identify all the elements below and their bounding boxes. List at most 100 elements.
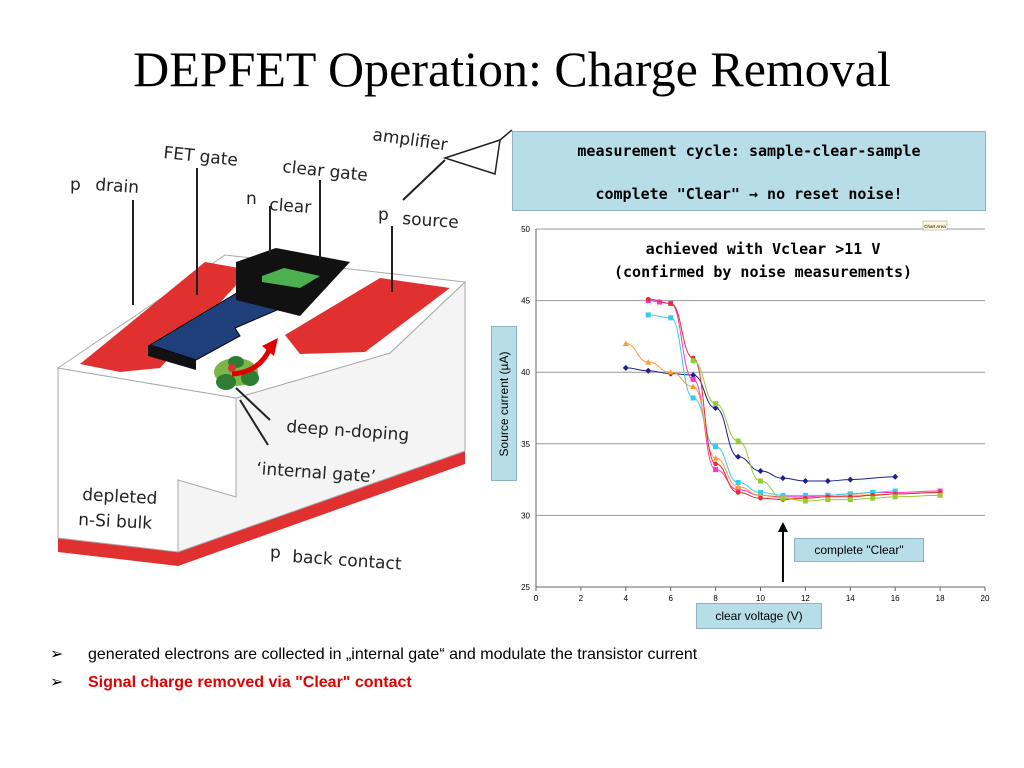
data-point bbox=[690, 395, 696, 401]
data-point bbox=[735, 487, 741, 493]
data-point bbox=[735, 479, 741, 485]
amplifier-icon bbox=[442, 138, 501, 175]
x-tick-label: 16 bbox=[891, 594, 900, 603]
bullet-item: ➢ Signal charge removed via "Clear" cont… bbox=[48, 672, 1008, 700]
complete-clear-annotation: complete "Clear" bbox=[794, 538, 924, 562]
x-tick-label: 4 bbox=[624, 594, 629, 603]
drain-label: drain bbox=[95, 175, 140, 198]
no-reset-noise-text: complete "Clear" → no reset noise! bbox=[595, 185, 903, 203]
y-axis-label: Source current (µA) bbox=[497, 351, 511, 456]
p-source-superscript: p bbox=[378, 205, 389, 225]
data-point bbox=[667, 369, 674, 375]
data-point bbox=[713, 461, 718, 467]
p-back-superscript: p bbox=[270, 543, 281, 563]
y-tick-label: 30 bbox=[521, 511, 530, 520]
depfet-device-diagram: amplifier FET gate p drain clear gate n … bbox=[56, 125, 513, 575]
data-point bbox=[622, 364, 629, 371]
bullet-item: ➢ generated electrons are collected in „… bbox=[48, 644, 1008, 672]
chart-note: achieved with Vclear >11 V (confirmed by… bbox=[553, 238, 973, 284]
back-contact-right-strip bbox=[178, 451, 465, 566]
measurement-cycle-box: measurement cycle: sample-clear-sample c… bbox=[512, 131, 986, 211]
data-point bbox=[870, 495, 876, 501]
data-point bbox=[690, 383, 697, 390]
data-point bbox=[735, 483, 742, 490]
n-si-bulk-label: n-Si bulk bbox=[78, 510, 153, 534]
chart-area-tag-text: Chart Area bbox=[924, 224, 946, 229]
amplifier-label: amplifier bbox=[371, 125, 448, 155]
bullet-arrow-icon: ➢ bbox=[50, 674, 64, 691]
data-point bbox=[713, 444, 719, 450]
chart-note-line1: achieved with Vclear >11 V bbox=[645, 240, 881, 258]
depleted-label: depleted bbox=[82, 485, 158, 509]
x-tick-label: 10 bbox=[756, 594, 765, 603]
bullet-list: ➢ generated electrons are collected in „… bbox=[48, 644, 1008, 700]
n-clear-superscript: n bbox=[246, 189, 257, 209]
data-point bbox=[825, 497, 831, 503]
p-drain-superscript: p bbox=[70, 175, 81, 195]
x-tick-label: 0 bbox=[534, 594, 539, 603]
y-tick-label: 50 bbox=[521, 225, 530, 234]
data-point bbox=[892, 473, 899, 480]
data-point bbox=[690, 372, 697, 379]
y-tick-label: 35 bbox=[521, 440, 530, 449]
data-point bbox=[847, 476, 854, 483]
data-point bbox=[668, 301, 673, 306]
clear-label: clear bbox=[269, 195, 312, 218]
back-contact-label: back contact bbox=[292, 547, 403, 575]
data-point bbox=[668, 315, 674, 321]
fet-gate-black-edge bbox=[148, 345, 196, 370]
data-point bbox=[656, 299, 662, 305]
measurement-cycle-text: measurement cycle: sample-clear-sample bbox=[577, 142, 921, 160]
data-point bbox=[622, 340, 629, 347]
data-point bbox=[847, 497, 853, 503]
bullet-text: generated electrons are collected in „in… bbox=[88, 646, 698, 663]
chart-area-tag bbox=[922, 220, 948, 231]
y-tick-label: 45 bbox=[521, 297, 530, 306]
data-point bbox=[757, 468, 764, 475]
x-tick-label: 12 bbox=[801, 594, 810, 603]
back-contact-left-strip bbox=[58, 538, 178, 566]
data-point bbox=[937, 492, 943, 498]
data-point bbox=[758, 495, 763, 501]
x-tick-label: 14 bbox=[846, 594, 855, 603]
source-label: source bbox=[402, 209, 460, 233]
y-axis-label-box: Source current (µA) bbox=[491, 326, 517, 481]
data-point bbox=[713, 467, 719, 473]
x-tick-label: 6 bbox=[668, 594, 673, 603]
data-point bbox=[645, 367, 652, 374]
chart-note-line2: (confirmed by noise measurements) bbox=[613, 263, 912, 281]
data-point bbox=[645, 359, 652, 365]
data-point bbox=[690, 376, 696, 382]
data-point bbox=[712, 405, 719, 411]
clear-gate-label: clear gate bbox=[281, 157, 368, 186]
data-point bbox=[758, 478, 763, 484]
y-tick-label: 40 bbox=[521, 368, 530, 377]
data-point bbox=[735, 453, 742, 460]
label-leaders bbox=[132, 159, 446, 446]
bullet-arrow-icon: ➢ bbox=[50, 646, 64, 663]
bullet-text-highlight: Signal charge removed via "Clear" contac… bbox=[88, 674, 412, 691]
data-point bbox=[645, 312, 651, 318]
data-point bbox=[802, 478, 809, 485]
x-tick-label: 2 bbox=[579, 594, 584, 603]
x-tick-label: 8 bbox=[713, 594, 718, 603]
slide-title: DEPFET Operation: Charge Removal bbox=[133, 41, 891, 97]
data-point bbox=[779, 475, 786, 482]
data-point bbox=[713, 401, 719, 407]
fet-gate-label: FET gate bbox=[162, 143, 238, 171]
data-point bbox=[802, 498, 808, 504]
data-point bbox=[735, 490, 741, 495]
data-point bbox=[824, 478, 831, 485]
data-point bbox=[712, 455, 719, 461]
clear-arrow bbox=[231, 346, 273, 377]
data-point bbox=[735, 438, 741, 444]
data-point bbox=[870, 489, 876, 495]
n-clear-region bbox=[262, 268, 320, 288]
data-point bbox=[892, 494, 898, 500]
p-source-region bbox=[285, 278, 450, 354]
data-point bbox=[645, 296, 651, 302]
data-point bbox=[780, 495, 786, 501]
data-point bbox=[690, 358, 696, 364]
p-drain-region bbox=[80, 262, 250, 372]
